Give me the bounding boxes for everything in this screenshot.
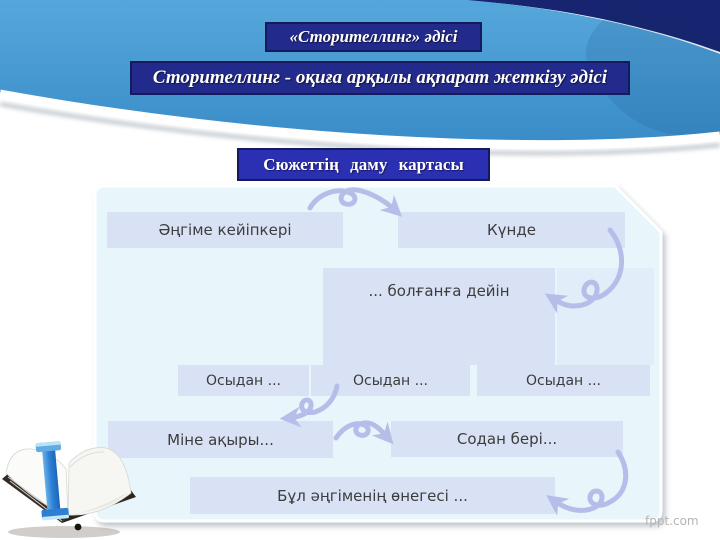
title-banner: «Сторителлинг» әдісі bbox=[265, 22, 482, 52]
box-osydan-1: Осыдан ... bbox=[178, 365, 309, 396]
box-moral: Бұл әңгіменің өнегесі ... bbox=[190, 477, 555, 514]
box-osydan-2: Осыдан ... bbox=[311, 365, 470, 396]
box-placeholder bbox=[557, 268, 654, 365]
box-until: ... болғанға дейін bbox=[323, 268, 555, 365]
subtitle-banner: Сторителлинг - оқиға арқылы ақпарат жетк… bbox=[130, 61, 630, 95]
open-book-image bbox=[2, 441, 136, 538]
box-kunde: Күнде bbox=[398, 212, 625, 248]
box-mine-aqyry: Міне ақыры... bbox=[108, 421, 333, 458]
fppt-watermark: fppt.com bbox=[645, 514, 699, 528]
box-story-hero: Әңгіме кейіпкері bbox=[107, 212, 343, 248]
header-navy-band bbox=[460, 0, 720, 52]
map-title-label: Сюжеттің даму картасы bbox=[237, 148, 490, 181]
box-sodan-beri: Содан бері... bbox=[391, 421, 623, 457]
box-osydan-3: Осыдан ... bbox=[477, 365, 650, 396]
blue-ribbon-icon bbox=[35, 441, 70, 521]
box-until-label: ... болғанға дейін bbox=[368, 282, 510, 300]
